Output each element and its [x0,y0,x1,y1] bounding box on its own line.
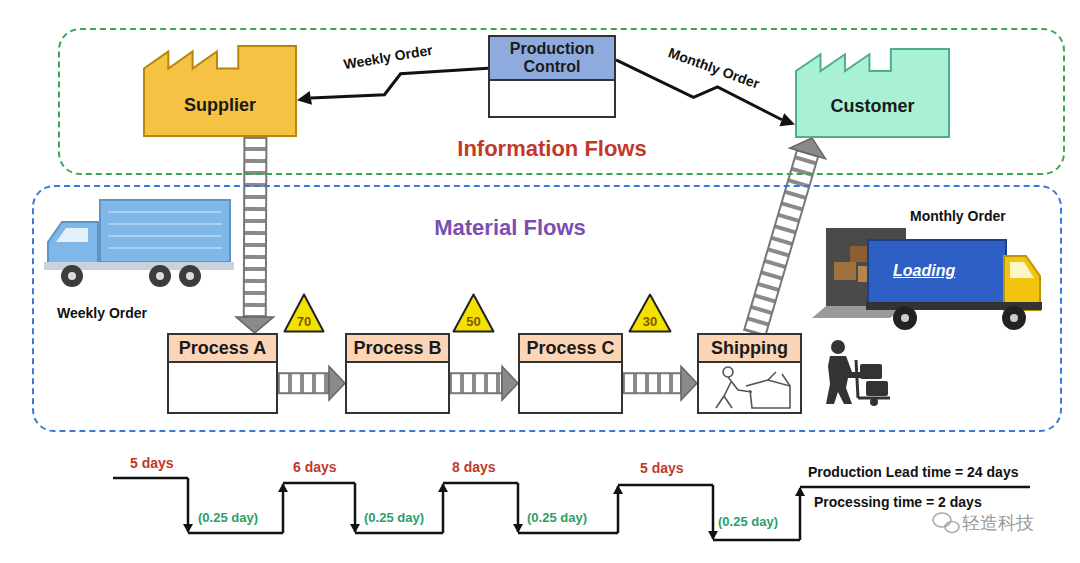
processing-time-total: Processing time = 2 days [814,494,982,510]
lead-time-total: Production Lead time = 24 days [808,464,1018,480]
process-box: Process C [518,333,623,414]
process-time: (0.25 day) [198,510,258,525]
push-arrow [278,366,345,400]
box-header: Process A [169,335,276,363]
factory-outline [795,48,950,138]
factory-label: Customer [795,96,950,117]
process-title: Process A [179,338,266,359]
watermark: 轻造科技 [962,511,1034,535]
supplier-factory: Supplier [143,45,297,137]
factory-outline [143,45,297,137]
truck-left [44,200,234,287]
wait-time: 6 days [293,459,337,475]
box-header: Process C [520,335,621,363]
inventory-number: 50 [452,314,495,329]
shipping-worker [716,367,790,408]
customer-factory: Customer [795,48,950,138]
push-arrow [450,366,518,400]
inventory-triangle: 50 [452,293,495,333]
process-time: (0.25 day) [718,514,778,529]
order-frequency-label: Weekly Order [339,41,436,73]
info-flow-region: Information Flows Supplier Production Cont… [58,28,1065,175]
process-time: (0.25 day) [527,510,587,525]
truck-sign: Loading [893,262,955,280]
truck-caption: Monthly Order [910,208,1006,224]
truck-caption: Weekly Order [57,305,147,321]
production-control-box: Production Control [488,35,616,118]
factory-label: Supplier [143,95,297,116]
region-title: Information Flows [457,136,646,162]
wait-time: 5 days [640,460,684,476]
box-header: Process B [347,335,448,363]
shipping-box: Shipping [697,333,802,414]
process-time: (0.25 day) [364,510,424,525]
push-arrow [623,366,697,400]
inventory-triangle: 70 [283,293,325,333]
box-header: Shipping [699,335,800,363]
shipment-arrow [737,133,830,339]
order-frequency-label: Monthly Order [664,43,765,93]
inventory-number: 30 [628,314,672,329]
truck-right [812,228,1042,330]
info-flow-arrow [297,68,488,105]
timeline [113,478,1030,540]
process-box: Process B [345,333,450,414]
material-flow-region: Material FlowsProcess A 70Process B 50Proc… [32,185,1062,432]
wait-time: 8 days [452,459,496,475]
box-title: Production Control [494,40,610,77]
process-title: Process B [353,338,441,359]
process-title: Process C [526,338,614,359]
inventory-triangle: 30 [628,293,672,333]
process-title: Shipping [711,338,788,359]
wait-time: 5 days [130,455,174,471]
box-header: Production Control [490,37,614,81]
region-title: Material Flows [434,215,586,241]
push-arrow [236,137,274,333]
process-box: Process A [167,333,278,414]
watermark-icon [933,513,959,533]
hand-truck-icon [826,340,890,406]
inventory-number: 70 [283,314,325,329]
